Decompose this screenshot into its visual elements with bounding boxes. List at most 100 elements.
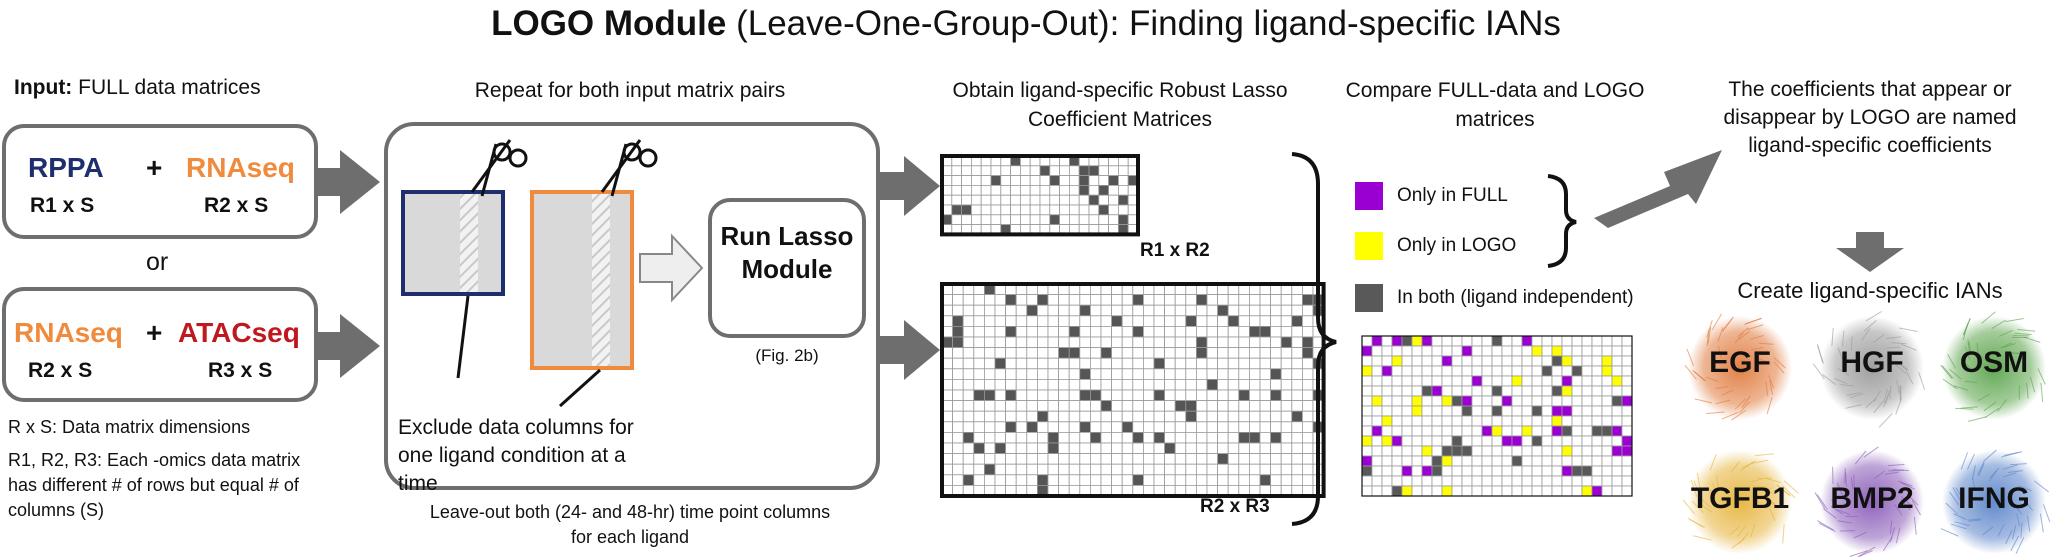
matrix-cell <box>1491 345 1503 357</box>
matrix-cell <box>1401 475 1413 487</box>
matrix-cell <box>1302 368 1314 380</box>
network-edge <box>1690 479 1698 497</box>
network-edge <box>1833 377 1848 385</box>
matrix-cell <box>1079 463 1091 476</box>
network-edge <box>1744 317 1763 325</box>
matrix-cell <box>1511 365 1523 377</box>
matrix-cell <box>1270 368 1282 380</box>
matrix-cell <box>1132 410 1144 423</box>
matrix-cell <box>1531 415 1543 427</box>
network-edge <box>1817 345 1825 364</box>
matrix-cell <box>1531 335 1543 347</box>
matrix-cell <box>1302 336 1314 349</box>
matrix-cell <box>1079 431 1091 444</box>
matrix-cell <box>1058 421 1070 433</box>
matrix-cell <box>1037 347 1049 359</box>
matrix-cell <box>1143 463 1155 476</box>
matrix-cell <box>1059 165 1070 177</box>
matrix-cell <box>1491 485 1503 497</box>
matrix-cell <box>1164 304 1176 317</box>
matrix-cell <box>1431 355 1443 367</box>
matrix-cell <box>1047 421 1060 433</box>
matrix-cell <box>1153 315 1166 327</box>
matrix-cell <box>1621 365 1633 377</box>
matrix-cell <box>973 315 985 327</box>
matrix-cell <box>1000 165 1011 177</box>
omics-note: R1, R2, R3: Each -omics data matrix has … <box>8 450 301 520</box>
network-edge <box>1989 467 2000 479</box>
matrix-cell <box>1561 395 1573 407</box>
matrix-cell <box>962 368 975 380</box>
matrix-cell <box>1551 345 1563 357</box>
matrix-cell <box>1143 304 1155 317</box>
matrix-cell <box>1401 445 1413 457</box>
matrix-border <box>940 282 1326 498</box>
network-edge <box>1940 528 1959 537</box>
matrix-cell <box>1068 336 1081 349</box>
matrix-cell <box>1005 453 1017 465</box>
matrix-cell <box>1280 315 1293 327</box>
matrix-cell <box>1381 345 1393 357</box>
network-edge <box>2008 470 2024 473</box>
network-edge <box>1736 526 1746 538</box>
matrix-cell <box>1079 474 1091 486</box>
network-edge <box>1840 383 1854 387</box>
matrix-cell <box>1391 345 1403 357</box>
matrix-cell <box>1058 357 1070 370</box>
matrix-border <box>1361 335 1633 497</box>
matrix-cell <box>1259 400 1272 412</box>
matrix-cell <box>1185 294 1197 306</box>
matrix-cell <box>1047 410 1060 423</box>
matrix-cell <box>1111 368 1123 380</box>
matrix-cell <box>1185 421 1197 433</box>
matrix-cell <box>1581 485 1593 497</box>
matrix-cell <box>1100 463 1113 476</box>
matrix-cell <box>1581 375 1593 387</box>
matrix-cell <box>1153 431 1166 444</box>
matrix-cell <box>1411 365 1423 377</box>
matrix-cell <box>1391 335 1403 347</box>
matrix-cell <box>1371 345 1383 357</box>
matrix-cell <box>973 474 985 486</box>
matrix-cell <box>1291 421 1303 433</box>
matrix-cell <box>1591 345 1603 357</box>
matrix-cell <box>1361 385 1373 397</box>
matrix-cell <box>1121 357 1134 370</box>
matrix-cell <box>1291 347 1303 359</box>
matrix-cell <box>1591 465 1603 477</box>
network-edge <box>1711 313 1722 331</box>
network-edge <box>2029 376 2036 393</box>
matrix-cell <box>1037 336 1049 349</box>
matrix-cell <box>1581 355 1593 367</box>
matrix-cell <box>973 400 985 412</box>
matrix-cell <box>1601 485 1613 497</box>
arrow-input-1 <box>318 150 380 214</box>
matrix-cell <box>1371 415 1383 427</box>
matrix-cell <box>980 184 992 196</box>
matrix-cell <box>1249 304 1261 317</box>
matrix-cell <box>1421 345 1433 357</box>
matrix-cell <box>1581 445 1593 457</box>
matrix-cell <box>1217 347 1229 359</box>
matrix-cell <box>1571 475 1583 487</box>
matrix-cell <box>1621 415 1633 427</box>
matrix-cell <box>1100 347 1113 359</box>
matrix-cell <box>1411 375 1423 387</box>
network-edge <box>2009 352 2022 354</box>
network-edge <box>2000 342 2013 349</box>
matrix-cell <box>1391 425 1403 437</box>
matrix-cell <box>952 421 964 433</box>
matrix-cell <box>1302 400 1314 412</box>
matrix-cell <box>1561 365 1573 377</box>
matrix-cell <box>1100 474 1113 486</box>
matrix-cell <box>1029 214 1041 226</box>
matrix-cell <box>1249 294 1261 306</box>
matrix-cell <box>1164 347 1176 359</box>
matrix-cell <box>1217 368 1229 380</box>
matrix-cell <box>1020 214 1031 226</box>
network-edge <box>1758 358 1771 364</box>
matrix-cell <box>1111 431 1123 444</box>
matrix-cell <box>1451 485 1463 497</box>
matrix-cell <box>1058 368 1070 380</box>
network-hgf-label: HGF <box>1840 346 1904 379</box>
